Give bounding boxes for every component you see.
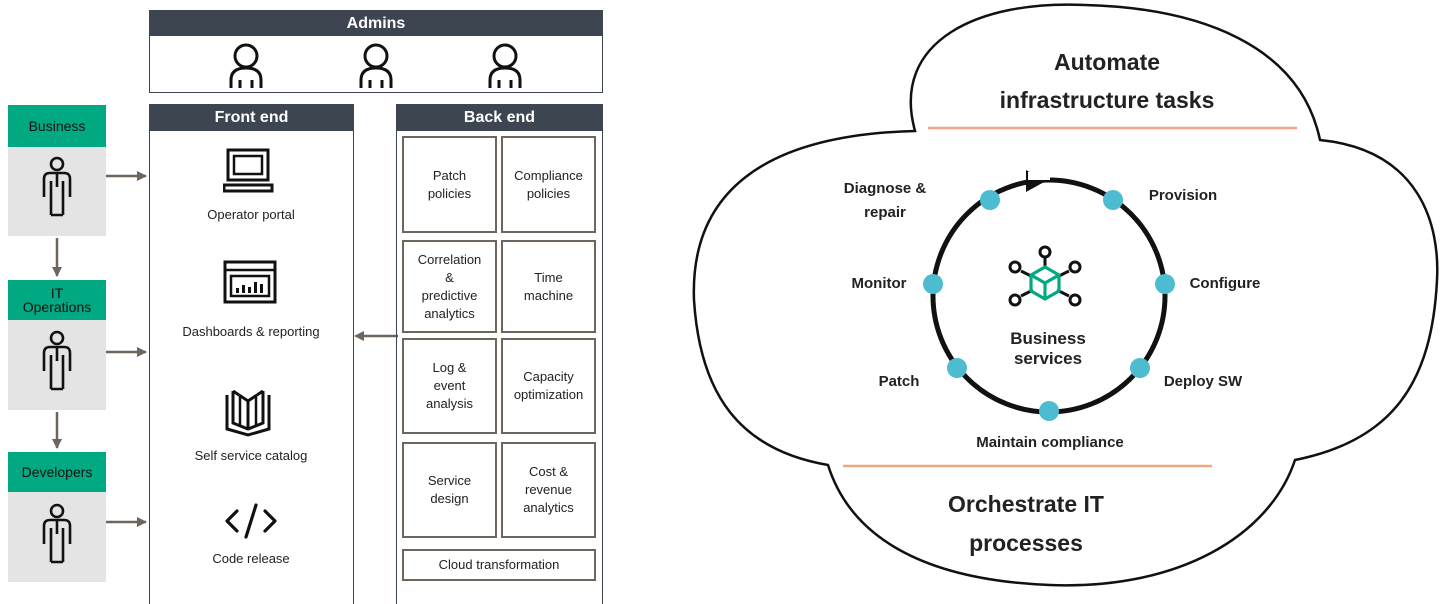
roles-connectors (42, 156, 147, 564)
back-end-cell: Patch policies (402, 136, 497, 233)
cycle-node (923, 274, 943, 294)
role-it-operations-tag: IT Operations (8, 280, 106, 320)
dashboard-icon (223, 260, 277, 304)
front-end-item-label: Dashboards & reporting (182, 324, 320, 339)
top-title-line: infrastructure tasks (1000, 87, 1215, 113)
step-label: Monitor (852, 275, 907, 292)
person-icon (42, 156, 72, 217)
bottom-title-line: processes (969, 530, 1083, 556)
role-it-operations-box (8, 320, 106, 410)
step-label: Deploy SW (1164, 373, 1243, 390)
role-business-box (8, 147, 106, 236)
front-end-item-label: Self service catalog (194, 448, 308, 463)
back-end-panel: Back end Patch policies Compliance polic… (396, 104, 603, 604)
bottom-title-line: Orchestrate IT (948, 491, 1104, 517)
laptop-icon (223, 148, 274, 193)
admin-user-icon (359, 43, 393, 88)
back-end-title: Back end (397, 105, 602, 131)
admin-users (229, 43, 522, 88)
step-label: Maintain compliance (976, 434, 1124, 451)
back-end-cell: Cost & revenue analytics (501, 442, 596, 538)
center-label: services (1014, 349, 1082, 368)
role-developers-tag: Developers (8, 452, 106, 492)
back-end-cell: Time machine (501, 240, 596, 333)
cycle-node (1039, 401, 1059, 421)
role-business-tag: Business (8, 105, 106, 147)
admin-user-icon (488, 43, 522, 88)
arrow-left (354, 331, 398, 341)
book-icon (225, 389, 271, 437)
code-icon (225, 503, 277, 539)
cycle-node (1155, 274, 1175, 294)
admins-panel: Admins (149, 10, 603, 93)
center-label: Business (1010, 329, 1086, 348)
front-end-panel: Front end Operator portal Dashboards & r… (149, 104, 354, 604)
cycle-node (947, 358, 967, 378)
person-icon (42, 330, 72, 391)
front-end-item-label: Code release (212, 551, 290, 566)
front-end-item-label: Operator portal (207, 207, 295, 222)
business-services-icon (1008, 245, 1082, 307)
step-label: Patch (879, 373, 920, 390)
admin-user-icon (229, 43, 263, 88)
back-end-cell: Log & event analysis (402, 338, 497, 434)
back-end-cell: Cloud transformation (402, 549, 596, 581)
top-title-line: Automate (1054, 49, 1160, 75)
admins-title: Admins (150, 11, 602, 36)
step-label: repair (864, 204, 906, 221)
role-developers-box (8, 492, 106, 582)
step-label: Provision (1149, 187, 1217, 204)
cycle-node (1130, 358, 1150, 378)
back-end-cell: Capacity optimization (501, 338, 596, 434)
cycle-node (980, 190, 1000, 210)
step-label: Diagnose & (844, 180, 927, 197)
front-end-title: Front end (150, 105, 353, 131)
back-end-cell: Correlation & predictive analytics (402, 240, 497, 333)
cycle-node (1103, 190, 1123, 210)
cloud-diagram: Automate infrastructure tasks Orchestrat… (692, 3, 1439, 587)
person-icon (42, 503, 72, 564)
back-end-cell: Service design (402, 442, 497, 538)
step-label: Configure (1190, 275, 1261, 292)
back-end-cell: Compliance policies (501, 136, 596, 233)
